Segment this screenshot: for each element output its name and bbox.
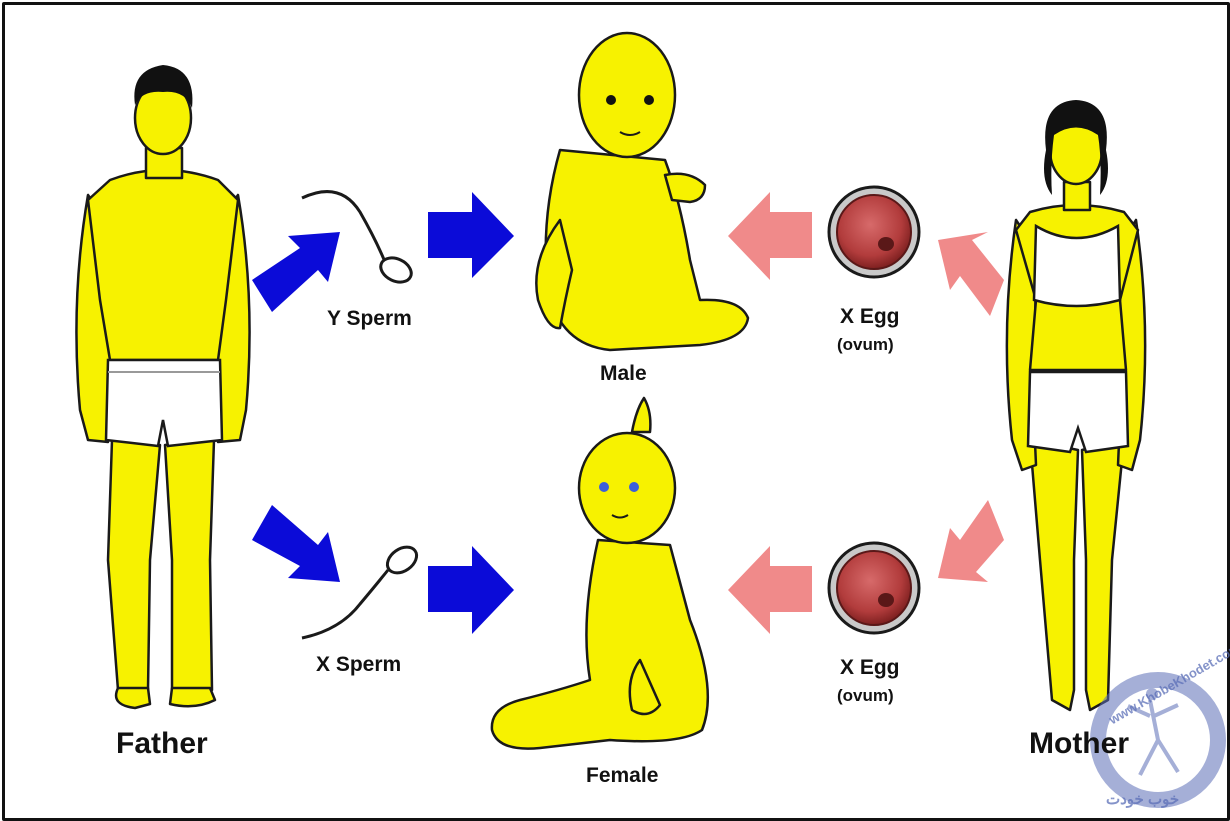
x-egg-bottom-label: X Egg [840,656,900,680]
y-sperm-label: Y Sperm [327,307,412,331]
arrow-icon [252,505,340,582]
watermark-persian-text: خوب خودت [1106,790,1179,808]
arrow-icon [938,232,1004,316]
x-sperm-label: X Sperm [316,653,401,677]
father-underwear [106,360,222,446]
x-egg-top-sublabel: (ovum) [837,335,894,355]
mother-label: Mother [1029,727,1129,761]
male-baby-figure [536,33,748,350]
arrow-icon [728,192,812,280]
egg-icon [829,187,919,277]
female-baby-figure [492,398,708,749]
arrow-icon [428,546,514,634]
female-label: Female [586,764,658,788]
male-label: Male [600,362,647,386]
arrow-icon [428,192,514,278]
arrow-icon [938,500,1004,582]
x-egg-top-label: X Egg [840,305,900,329]
arrow-icon [252,232,340,312]
x-egg-bottom-sublabel: (ovum) [837,686,894,706]
father-label: Father [116,727,208,761]
egg-icon [829,543,919,633]
arrow-icon [728,546,812,634]
